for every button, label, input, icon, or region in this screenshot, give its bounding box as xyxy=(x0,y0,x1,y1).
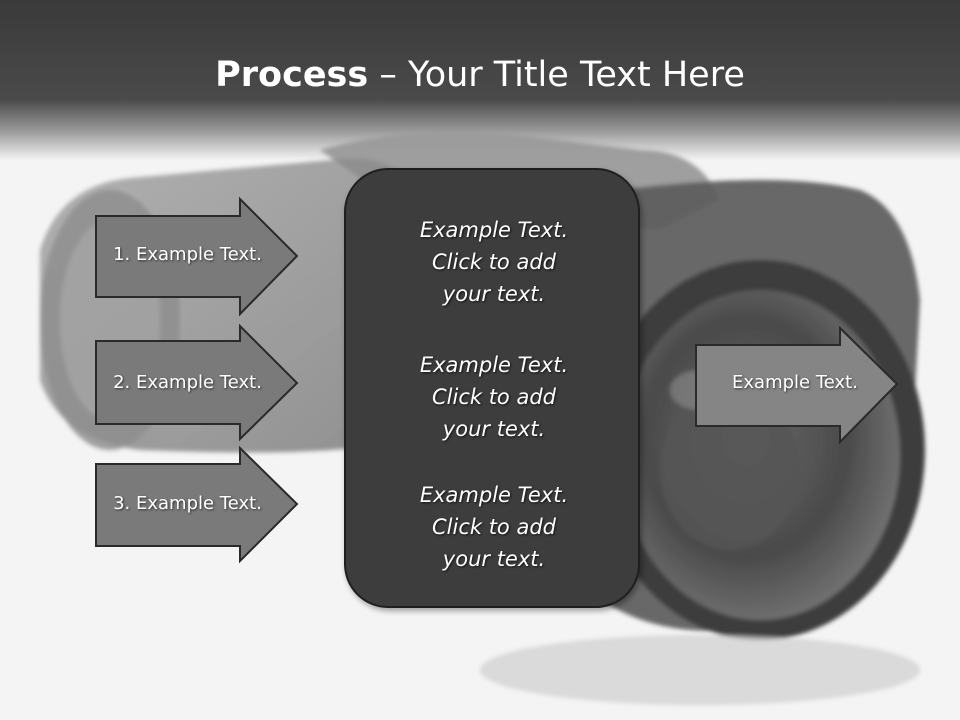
arrow-shape xyxy=(695,325,899,445)
step-arrow-3-label: 3. Example Text. xyxy=(113,493,262,514)
center-text-line: your text. xyxy=(442,282,546,306)
center-text-item-1: Example Text. Click to add your text. xyxy=(346,214,642,310)
step-arrow-1-label: 1. Example Text. xyxy=(113,244,262,265)
arrow-shape xyxy=(95,323,299,442)
step-arrow-3[interactable]: 3. Example Text. xyxy=(95,445,300,564)
center-text-box[interactable]: Example Text. Click to add your text. Ex… xyxy=(344,168,640,608)
arrow-shape xyxy=(95,445,299,564)
header-band xyxy=(0,0,960,160)
result-arrow-label: Example Text. xyxy=(732,372,858,393)
arrow-shape xyxy=(95,196,299,317)
center-text-line: Example Text. xyxy=(419,353,569,377)
slide-title: Process – Your Title Text Here xyxy=(0,52,960,98)
step-arrow-2[interactable]: 2. Example Text. xyxy=(95,323,300,442)
step-arrow-2-label: 2. Example Text. xyxy=(113,372,262,393)
center-text-line: Example Text. xyxy=(419,218,569,242)
title-bold: Process xyxy=(215,55,369,95)
title-rest: – Your Title Text Here xyxy=(368,55,745,95)
center-text-line: your text. xyxy=(442,547,546,571)
center-text-line: Click to add xyxy=(431,515,556,539)
center-text-item-2: Example Text. Click to add your text. xyxy=(346,349,642,445)
center-text-line: your text. xyxy=(442,417,546,441)
center-text-item-3: Example Text. Click to add your text. xyxy=(346,479,642,575)
step-arrow-1[interactable]: 1. Example Text. xyxy=(95,196,300,317)
center-text-line: Click to add xyxy=(431,250,556,274)
result-arrow[interactable]: Example Text. xyxy=(695,325,900,445)
center-text-line: Click to add xyxy=(431,385,556,409)
center-text-line: Example Text. xyxy=(419,483,569,507)
